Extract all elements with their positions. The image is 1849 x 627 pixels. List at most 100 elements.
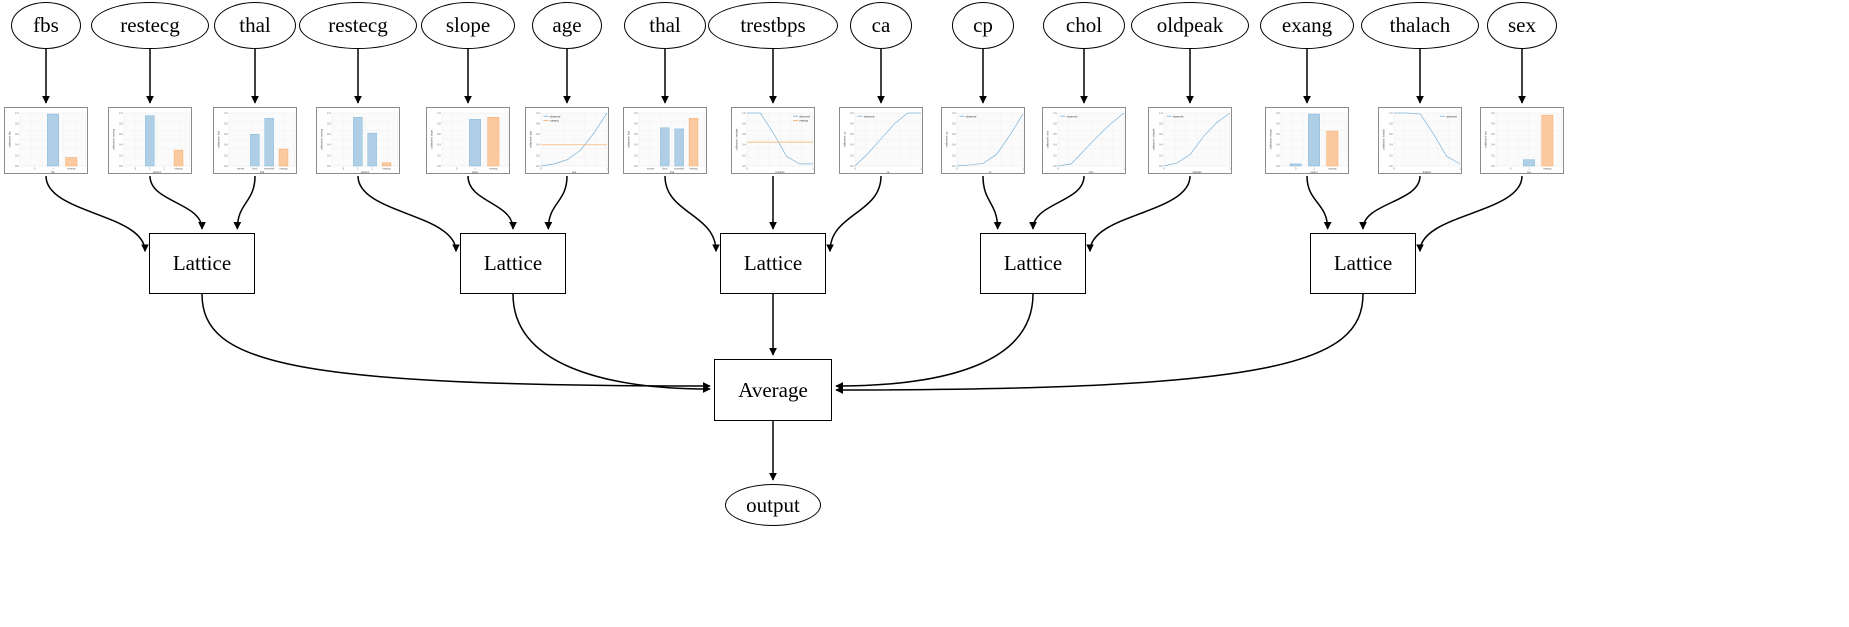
svg-text:1: 1: [1229, 167, 1231, 170]
svg-text:missing: missing: [67, 167, 76, 170]
svg-text:0.0: 0.0: [437, 165, 441, 168]
lattice-node-0[interactable]: Lattice: [149, 233, 255, 294]
average-node-label: Average: [738, 377, 808, 402]
svg-text:0.4: 0.4: [119, 144, 123, 147]
lattice-node-3[interactable]: Lattice: [980, 233, 1086, 294]
svg-text:missing: missing: [382, 167, 391, 170]
svg-text:0: 0: [1393, 167, 1395, 170]
svg-text:0: 0: [1057, 167, 1059, 170]
feature-node-restecg-3[interactable]: restecg: [299, 2, 417, 49]
svg-text:1.0: 1.0: [1389, 112, 1393, 115]
svg-text:calibrated: cp: calibrated: cp: [944, 131, 948, 147]
svg-text:exang: exang: [1310, 171, 1318, 174]
feature-node-thal-2[interactable]: thal: [214, 2, 296, 49]
svg-text:observed: observed: [1067, 114, 1078, 118]
average-node[interactable]: Average: [714, 359, 832, 421]
svg-text:1: 1: [1022, 167, 1024, 170]
feature-node-restecg-1[interactable]: restecg: [91, 2, 209, 49]
svg-text:0.4: 0.4: [437, 144, 441, 147]
svg-text:1.0: 1.0: [952, 112, 956, 115]
svg-text:chol: chol: [1089, 170, 1094, 174]
svg-text:1: 1: [1459, 167, 1461, 170]
lattice-node-4[interactable]: Lattice: [1310, 233, 1416, 294]
svg-text:0: 0: [956, 167, 958, 170]
svg-text:0.8: 0.8: [952, 123, 956, 126]
svg-text:0.2: 0.2: [634, 154, 638, 157]
feature-node-label: oldpeak: [1156, 13, 1224, 37]
feature-node-thal-6[interactable]: thal: [624, 2, 706, 49]
feature-node-exang-12[interactable]: exang: [1260, 2, 1354, 49]
svg-text:1.0: 1.0: [634, 112, 638, 115]
feature-node-ca-8[interactable]: ca: [850, 2, 912, 49]
lattice-node-label: Lattice: [743, 251, 803, 275]
feature-node-label: age: [552, 13, 582, 37]
svg-text:0.8: 0.8: [119, 123, 123, 126]
svg-text:0.2: 0.2: [119, 154, 123, 157]
svg-text:1: 1: [1313, 167, 1315, 170]
svg-text:0.6: 0.6: [327, 133, 331, 136]
svg-text:slope: slope: [472, 170, 479, 174]
svg-text:1.0: 1.0: [15, 112, 19, 115]
lattice-node-2[interactable]: Lattice: [720, 233, 826, 294]
svg-text:calibrated: oldpeak: calibrated: oldpeak: [1151, 128, 1155, 150]
svg-text:0: 0: [456, 167, 458, 170]
feature-node-oldpeak-11[interactable]: oldpeak: [1131, 2, 1249, 49]
svg-text:restecg: restecg: [361, 170, 370, 174]
feature-node-slope-4[interactable]: slope: [421, 2, 515, 49]
svg-text:1.0: 1.0: [1491, 112, 1495, 115]
svg-text:0.6: 0.6: [1389, 133, 1393, 136]
feature-node-age-5[interactable]: age: [532, 2, 602, 49]
svg-text:2: 2: [164, 167, 166, 170]
svg-text:calibrated: fbs: calibrated: fbs: [7, 131, 11, 148]
lattice-node-1[interactable]: Lattice: [460, 233, 566, 294]
feature-node-trestbps-7[interactable]: trestbps: [708, 2, 838, 49]
feature-node-label: exang: [1281, 13, 1333, 37]
svg-text:0.0: 0.0: [224, 165, 228, 168]
svg-text:0: 0: [1510, 167, 1512, 170]
svg-text:0.8: 0.8: [634, 123, 638, 126]
feature-node-cp-9[interactable]: cp: [952, 2, 1014, 49]
svg-text:0.0: 0.0: [1159, 165, 1163, 168]
feature-node-label: chol: [1065, 13, 1103, 37]
svg-text:0.4: 0.4: [952, 144, 956, 147]
svg-text:0: 0: [34, 167, 36, 170]
feature-node-label: cp: [973, 13, 993, 37]
svg-text:0.8: 0.8: [1276, 123, 1280, 126]
svg-text:reversible: reversible: [674, 167, 685, 170]
svg-text:1: 1: [52, 167, 54, 170]
svg-text:0.4: 0.4: [1491, 144, 1495, 147]
svg-text:1: 1: [149, 167, 151, 170]
output-node[interactable]: output: [725, 484, 821, 526]
svg-text:0: 0: [854, 167, 856, 170]
svg-text:fixed: fixed: [662, 167, 668, 170]
feature-node-chol-10[interactable]: chol: [1043, 2, 1125, 49]
feature-node-fbs-0[interactable]: fbs: [11, 2, 81, 49]
svg-text:missing: missing: [279, 167, 288, 170]
svg-text:0.6: 0.6: [119, 133, 123, 136]
svg-text:0.0: 0.0: [15, 165, 19, 168]
svg-text:0.8: 0.8: [224, 123, 228, 126]
svg-text:missing: missing: [689, 167, 698, 170]
svg-text:0.6: 0.6: [634, 133, 638, 136]
svg-text:1.0: 1.0: [1053, 112, 1057, 115]
svg-text:0.0: 0.0: [1491, 165, 1495, 168]
feature-node-sex-14[interactable]: sex: [1487, 2, 1557, 49]
feature-node-thalach-13[interactable]: thalach: [1361, 2, 1479, 49]
svg-text:0.6: 0.6: [536, 133, 540, 136]
